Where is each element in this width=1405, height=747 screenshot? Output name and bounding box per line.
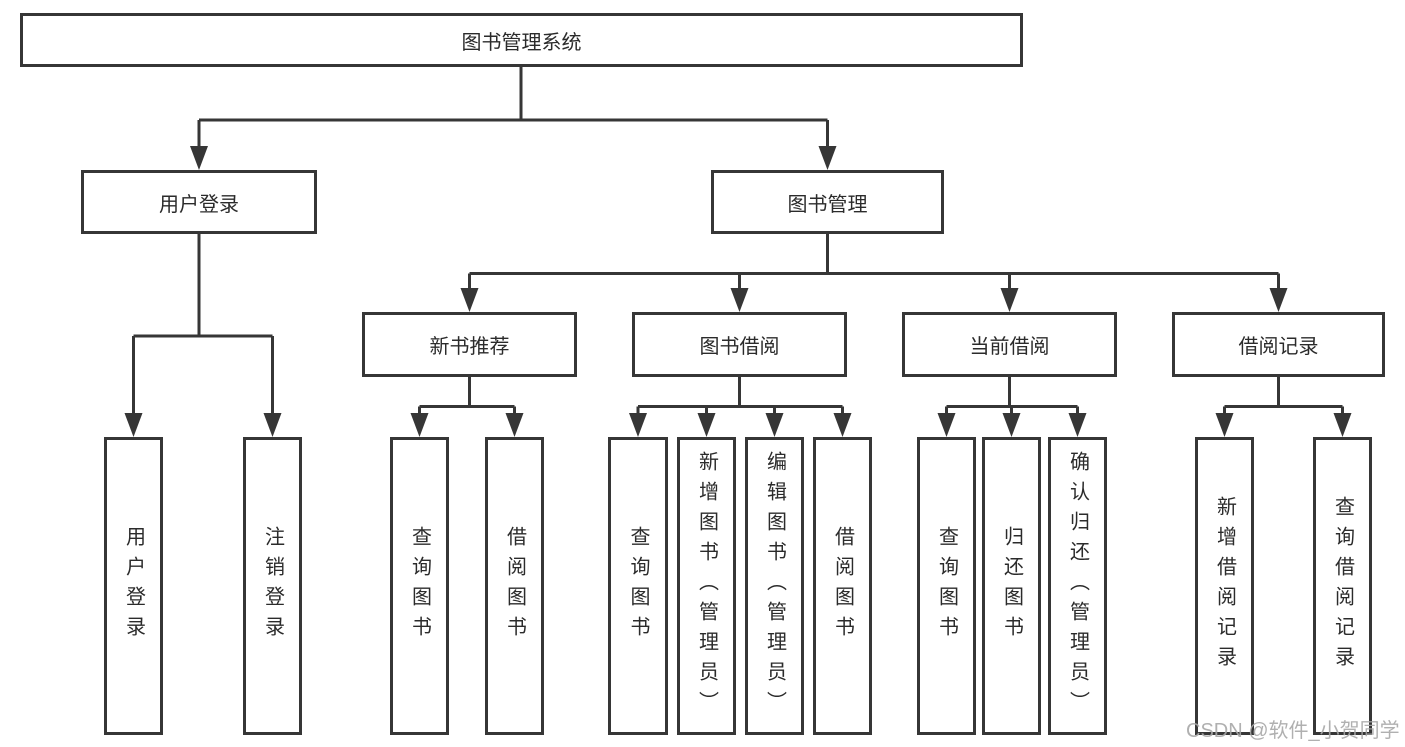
node-book-management: 图书管理 <box>711 170 944 234</box>
node-label: 图书借阅 <box>699 336 780 358</box>
node-user-login: 用户登录 <box>81 170 317 234</box>
node-label: 查询图书 <box>627 526 649 646</box>
leaf-user-login: 用户登录 <box>104 437 163 735</box>
node-label: 新增借阅记录 <box>1213 496 1236 676</box>
node-current-borrowing: 当前借阅 <box>902 312 1117 377</box>
node-label: 借阅图书 <box>503 526 526 646</box>
connector-segment <box>132 67 1344 416</box>
node-label: 用户登录 <box>159 193 239 216</box>
node-label: 新书推荐 <box>429 336 510 358</box>
leaf-records-add-borrow-record: 新增借阅记录 <box>1195 437 1254 735</box>
node-label: 查询借阅记录 <box>1331 496 1354 676</box>
node-label: 查询图书 <box>408 526 431 646</box>
node-label: 用户登录 <box>122 526 145 646</box>
node-label: 借阅记录 <box>1238 336 1319 358</box>
node-book-borrowing: 图书借阅 <box>632 312 847 377</box>
node-label: 借阅图书 <box>831 526 854 646</box>
leaf-records-query-borrow-record: 查询借阅记录 <box>1313 437 1372 735</box>
node-label: 确认归还（管理员） <box>1066 451 1089 721</box>
leaf-current-query-books: 查询图书 <box>917 437 976 735</box>
node-label: 注销登录 <box>261 526 284 646</box>
leaf-recommend-borrow-books: 借阅图书 <box>485 437 544 735</box>
connector-arrowhead <box>124 146 1352 437</box>
leaf-borrowing-borrow-books: 借阅图书 <box>813 437 872 735</box>
node-label: 归还图书 <box>1000 526 1023 646</box>
node-label: 图书管理 <box>787 193 868 216</box>
node-label: 图书管理系统 <box>461 31 582 54</box>
node-label: 当前借阅 <box>969 336 1050 358</box>
node-label: 编辑图书（管理员） <box>763 451 786 721</box>
node-borrowing-records: 借阅记录 <box>1172 312 1385 377</box>
watermark: CSDN @软件_小贺同学 <box>1186 720 1400 742</box>
leaf-borrowing-edit-books-admin: 编辑图书（管理员） <box>745 437 804 735</box>
leaf-recommend-query-books: 查询图书 <box>390 437 449 735</box>
leaf-borrowing-query-books: 查询图书 <box>608 437 668 735</box>
leaf-borrowing-add-books-admin: 新增图书（管理员） <box>677 437 736 735</box>
node-new-book-recommendation: 新书推荐 <box>362 312 577 377</box>
node-label: 新增图书（管理员） <box>695 451 718 721</box>
leaf-current-return-books: 归还图书 <box>982 437 1041 735</box>
leaf-current-confirm-return-admin: 确认归还（管理员） <box>1048 437 1107 735</box>
node-library-management-system: 图书管理系统 <box>20 13 1023 67</box>
node-label: 查询图书 <box>935 526 958 646</box>
leaf-logout: 注销登录 <box>243 437 302 735</box>
